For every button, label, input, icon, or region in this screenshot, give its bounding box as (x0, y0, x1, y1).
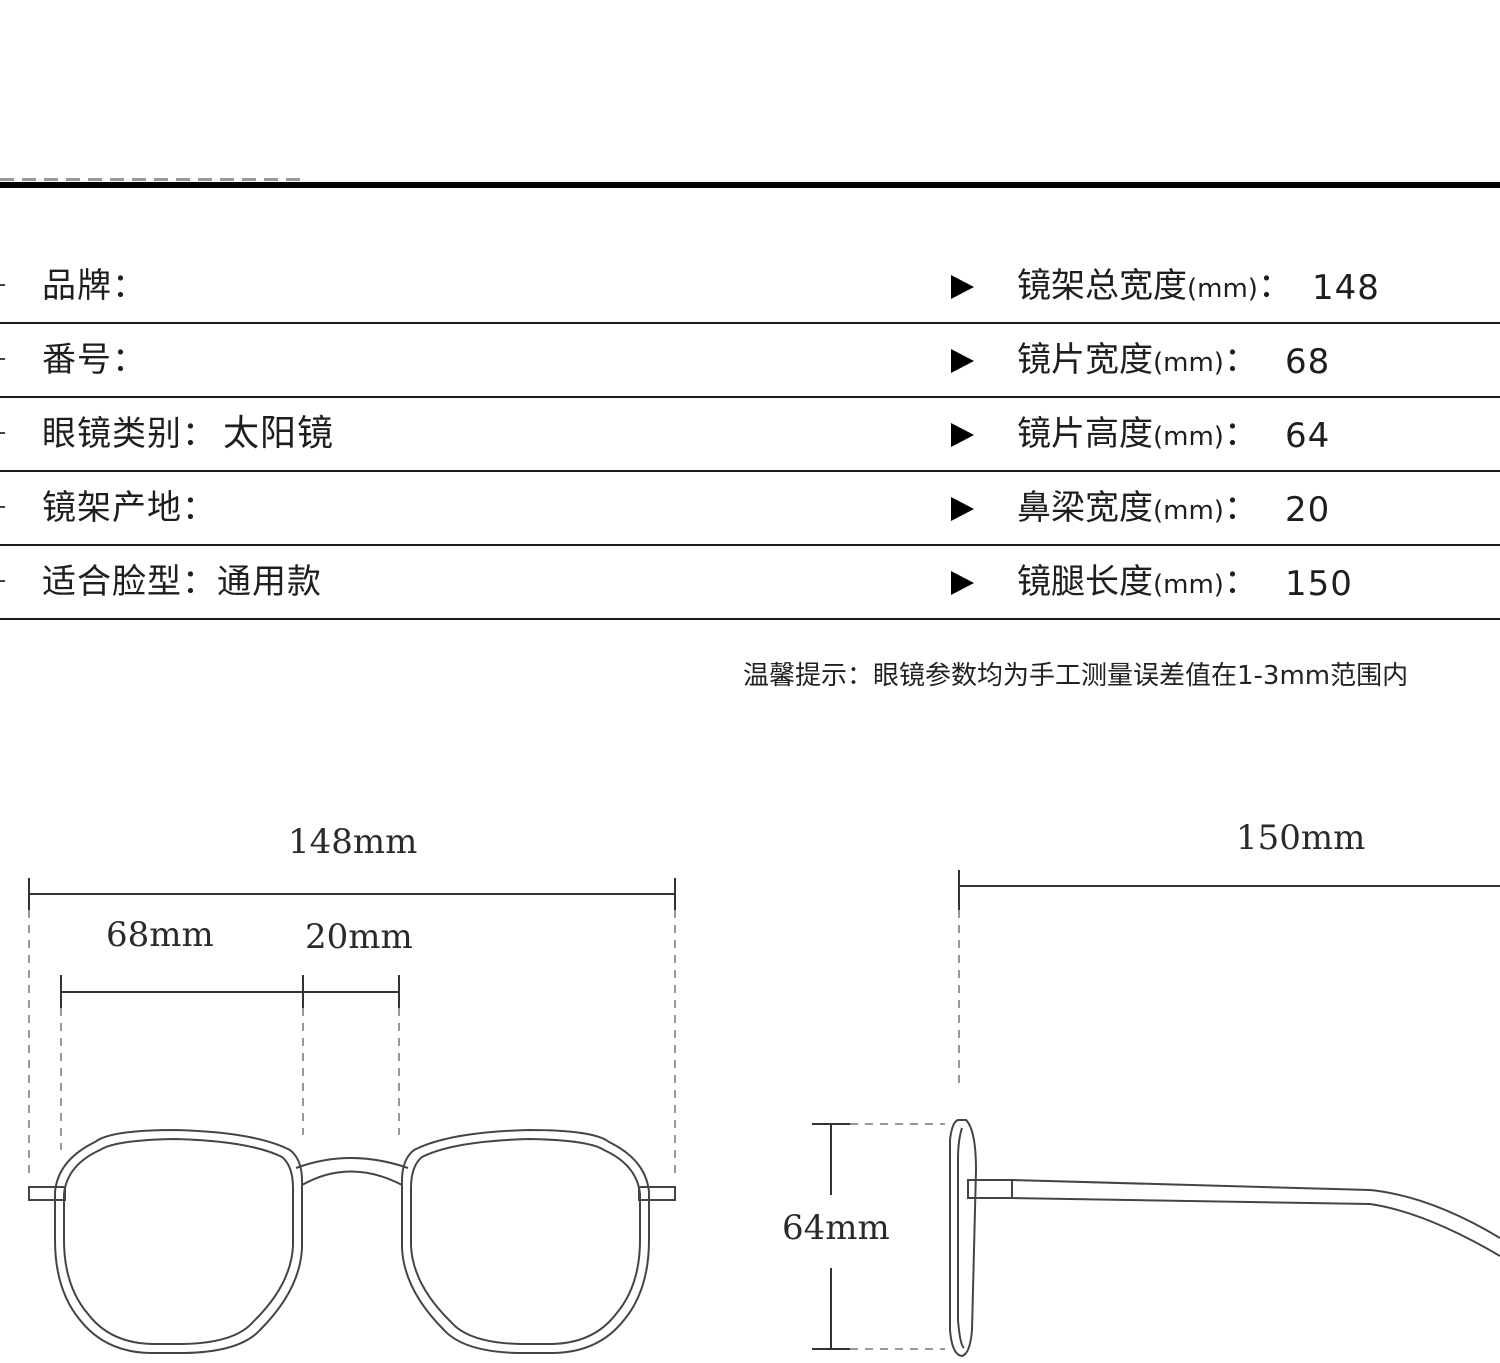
arrow-icon (951, 275, 974, 299)
face-shape-value: 通用款 (217, 562, 322, 602)
measurement-tip: 温馨提示：眼镜参数均为手工测量误差值在1-3mm范围内 (743, 661, 1409, 691)
side-dimension-lines (812, 870, 1500, 1350)
glasses-type-label-text: 眼镜类别： (42, 414, 217, 454)
lens-height-dimension: 64mm (782, 1208, 890, 1248)
bridge-top (295, 1157, 409, 1169)
glasses-type-value: 太阳镜 (223, 413, 335, 454)
right-lens-inner (410, 1137, 641, 1345)
bridge-width-label: 鼻梁宽度(mm)： (1017, 486, 1258, 533)
lens-height-value: 64 (1285, 416, 1331, 456)
frame-width-value: 148 (1312, 268, 1380, 308)
front-extension-lines (28, 910, 676, 1180)
bridge-width-label-text: 鼻梁宽度 (1017, 488, 1153, 528)
right-lens-rim (400, 1128, 650, 1354)
lens-width-dimension: 68mm (106, 915, 214, 955)
brand-label-text: 品牌： (42, 266, 147, 306)
brand-label: 品牌： (42, 264, 153, 308)
unit-text: (mm) (1153, 348, 1224, 378)
lens-width-label: 镜片宽度(mm)： (1017, 338, 1258, 385)
origin-label-text: 镜架产地： (42, 488, 217, 528)
lens-width-label-text: 镜片宽度 (1017, 340, 1153, 380)
glasses-front-view (28, 1128, 676, 1354)
origin-label: 镜架产地： (42, 486, 223, 530)
spec-row-5: 适合脸型：通用款 镜腿长度(mm)： 150 (0, 546, 1500, 620)
side-extension-lines (850, 910, 960, 1350)
unit-text: (mm) (1153, 496, 1224, 526)
unit-text: (mm) (1187, 274, 1258, 304)
lens-width-value: 68 (1285, 342, 1331, 382)
side-lens-profile (949, 1119, 978, 1358)
row-divider (0, 322, 1500, 324)
bridge-bottom (301, 1170, 403, 1186)
spec-row-1: 品牌： 镜架总宽度(mm)： 148 (0, 250, 1500, 324)
separator: ： (1223, 488, 1258, 528)
bridge-width-dimension: 20mm (305, 917, 413, 957)
temple-arm-bottom (1011, 1197, 1500, 1257)
separator: ： (1223, 414, 1258, 454)
row-divider (0, 470, 1500, 472)
unit-text: (mm) (1153, 422, 1224, 452)
row-divider (0, 544, 1500, 546)
temple-length-dimension: 150mm (1236, 818, 1366, 858)
arrow-icon (951, 349, 974, 373)
temple-length-label-text: 镜腿长度 (1017, 562, 1153, 602)
spec-row-2: 番号： 镜片宽度(mm)： 68 (0, 324, 1500, 398)
left-hinge (28, 1186, 66, 1201)
face-shape-label-text: 适合脸型： (42, 562, 217, 602)
arrow-icon (951, 571, 974, 595)
model-label: 番号： (42, 338, 153, 382)
bridge-width-value: 20 (1285, 490, 1331, 530)
face-shape-label: 适合脸型：通用款 (42, 560, 322, 604)
glasses-side-view (949, 1119, 1500, 1358)
front-dimension-lines (28, 878, 676, 1008)
left-lens-rim (54, 1128, 304, 1354)
separator: ： (1223, 340, 1258, 380)
frame-width-label: 镜架总宽度(mm)： (1017, 264, 1292, 311)
row-marker (0, 432, 5, 434)
temple-length-label: 镜腿长度(mm)： (1017, 560, 1258, 607)
arrow-icon (951, 497, 974, 521)
temple-arm-top (1011, 1179, 1500, 1239)
row-marker (0, 506, 5, 508)
spec-row-3: 眼镜类别：太阳镜 镜片高度(mm)： 64 (0, 398, 1500, 472)
row-marker (0, 284, 5, 286)
spec-row-4: 镜架产地： 鼻梁宽度(mm)： 20 (0, 472, 1500, 546)
glasses-type-label: 眼镜类别：太阳镜 (42, 412, 334, 456)
right-hinge (638, 1186, 676, 1201)
separator: ： (1257, 266, 1292, 306)
row-marker (0, 580, 5, 582)
unit-text: (mm) (1153, 570, 1224, 600)
header-divider (0, 182, 1500, 188)
separator: ： (1223, 562, 1258, 602)
arrow-icon (951, 423, 974, 447)
row-marker (0, 358, 5, 360)
left-lens-inner (63, 1137, 294, 1345)
side-hinge (967, 1179, 1013, 1199)
row-divider (0, 618, 1500, 620)
row-divider (0, 396, 1500, 398)
lens-height-label: 镜片高度(mm)： (1017, 412, 1258, 459)
temple-length-value: 150 (1285, 564, 1353, 604)
model-label-text: 番号： (42, 340, 147, 380)
side-lens-inner (957, 1127, 965, 1349)
total-width-dimension: 148mm (288, 822, 418, 862)
header-faint-rule (0, 178, 300, 181)
lens-height-label-text: 镜片高度 (1017, 414, 1153, 454)
frame-width-label-text: 镜架总宽度 (1017, 266, 1187, 306)
